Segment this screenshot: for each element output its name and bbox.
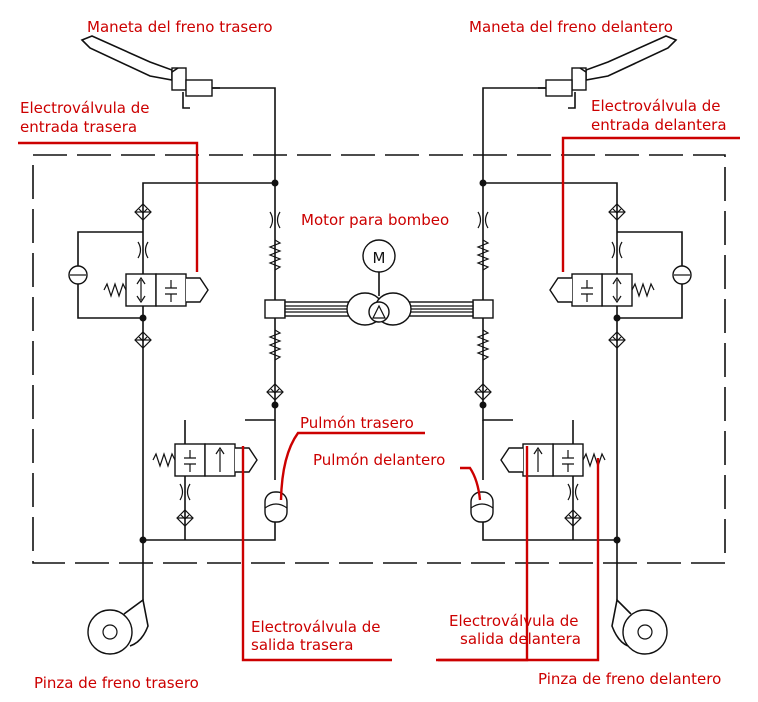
front-accumulator-icon [470,491,494,523]
front-accumulator-label: Pulmón delantero [313,451,445,469]
rear-inlet-label-1: Electroválvula de [20,99,150,117]
rear-outlet-label-1: Electroválvula de [251,618,381,636]
rear-inlet-label-2: entrada trasera [20,118,137,136]
front-caliper-label: Pinza de freno delantero [538,670,721,688]
rear-outlet-valve [152,443,258,477]
rear-accumulator-icon [264,491,288,523]
front-inlet-valve [549,273,655,307]
pump-motor-icon [362,239,396,273]
front-inlet-label-1: Electroválvula de [591,97,721,115]
pump-motor-label: Motor para bombeo [301,211,449,229]
rear-lever-label: Maneta del freno trasero [87,18,273,36]
front-outlet-valve [500,443,606,477]
front-outlet-label-1: Electroválvula de [449,612,579,630]
front-outlet-label-2: salida delantera [460,630,581,648]
rear-caliper-label: Pinza de freno trasero [34,674,199,692]
front-lever-label: Maneta del freno delantero [469,18,673,36]
label-leaders [18,136,740,662]
motor-symbol: M [373,249,386,267]
front-caliper-icon [611,598,668,655]
rear-outlet-label-2: salida trasera [251,636,353,654]
rear-caliper-icon [87,598,149,655]
front-inlet-label-2: entrada delantera [591,116,727,134]
rear-brake-lever-icon [80,35,220,109]
junction-dots [139,179,621,544]
rear-inlet-valve [103,273,209,307]
control-unit-boundary [32,154,726,564]
rear-accumulator-label: Pulmón trasero [300,414,414,432]
pump-assembly [264,272,494,326]
rear-circuit-lines [68,87,276,600]
front-circuit-lines [482,87,692,600]
